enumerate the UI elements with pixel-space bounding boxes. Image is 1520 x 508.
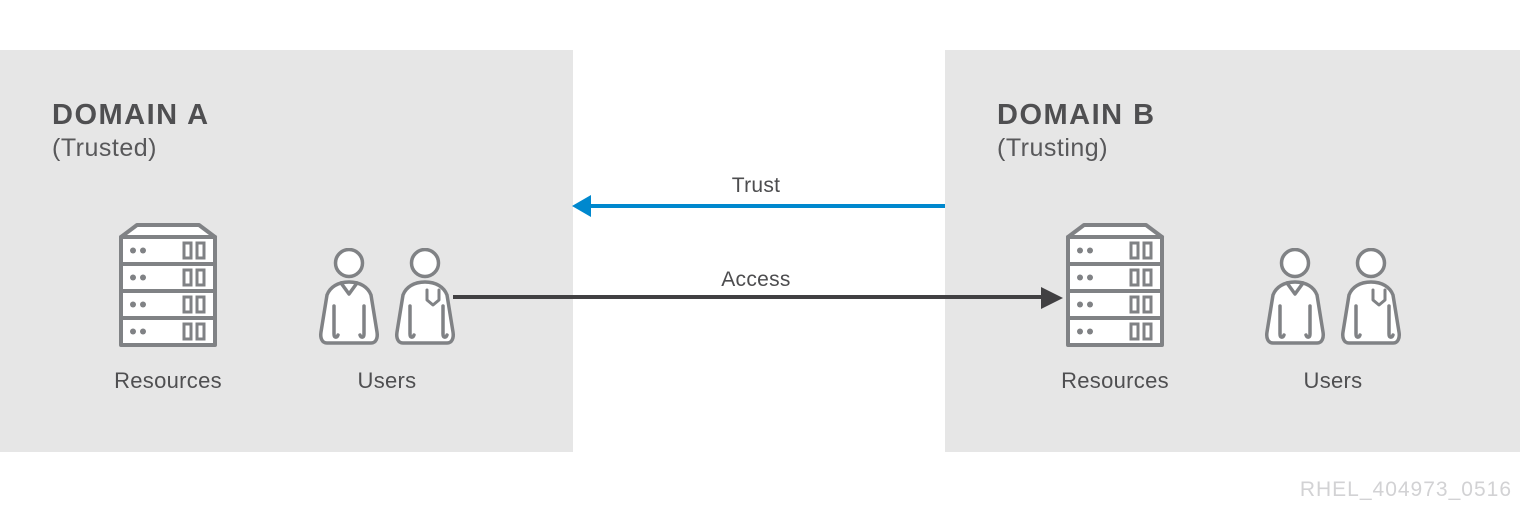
domain-b-box [945,50,1520,452]
access-arrow-label: Access [721,268,791,291]
domain-b-title: DOMAIN B [997,99,1156,131]
domain-a-title-block: DOMAIN A (Trusted) [52,98,210,164]
access-arrowhead-right-icon [1041,287,1063,309]
domain-a-resources-group: Resources [105,222,231,394]
domain-a-box [0,50,573,452]
trust-arrow-line [588,204,945,208]
domain-b-title-block: DOMAIN B (Trusting) [997,98,1156,164]
domain-a-users-label: Users [357,368,417,393]
domain-a-subtitle: (Trusted) [52,134,157,162]
trust-arrowhead-left-icon [572,195,591,217]
server-stack-icon [1065,222,1165,352]
domain-a-users-group: Users [312,247,462,394]
domain-b-users-group: Users [1258,247,1408,394]
domain-b-users-label: Users [1303,368,1363,393]
domain-a-resources-label: Resources [114,368,222,393]
domain-a-title: DOMAIN A [52,99,210,131]
two-users-icon [317,247,457,350]
domain-b-subtitle: (Trusting) [997,134,1109,162]
domain-b-resources-label: Resources [1061,368,1169,393]
server-stack-icon [118,222,218,352]
domain-b-resources-group: Resources [1052,222,1178,394]
watermark-text: RHEL_404973_0516 [1299,478,1512,501]
two-users-icon [1263,247,1403,350]
trust-arrow-label: Trust [731,174,781,197]
access-arrow-line [453,295,1043,299]
